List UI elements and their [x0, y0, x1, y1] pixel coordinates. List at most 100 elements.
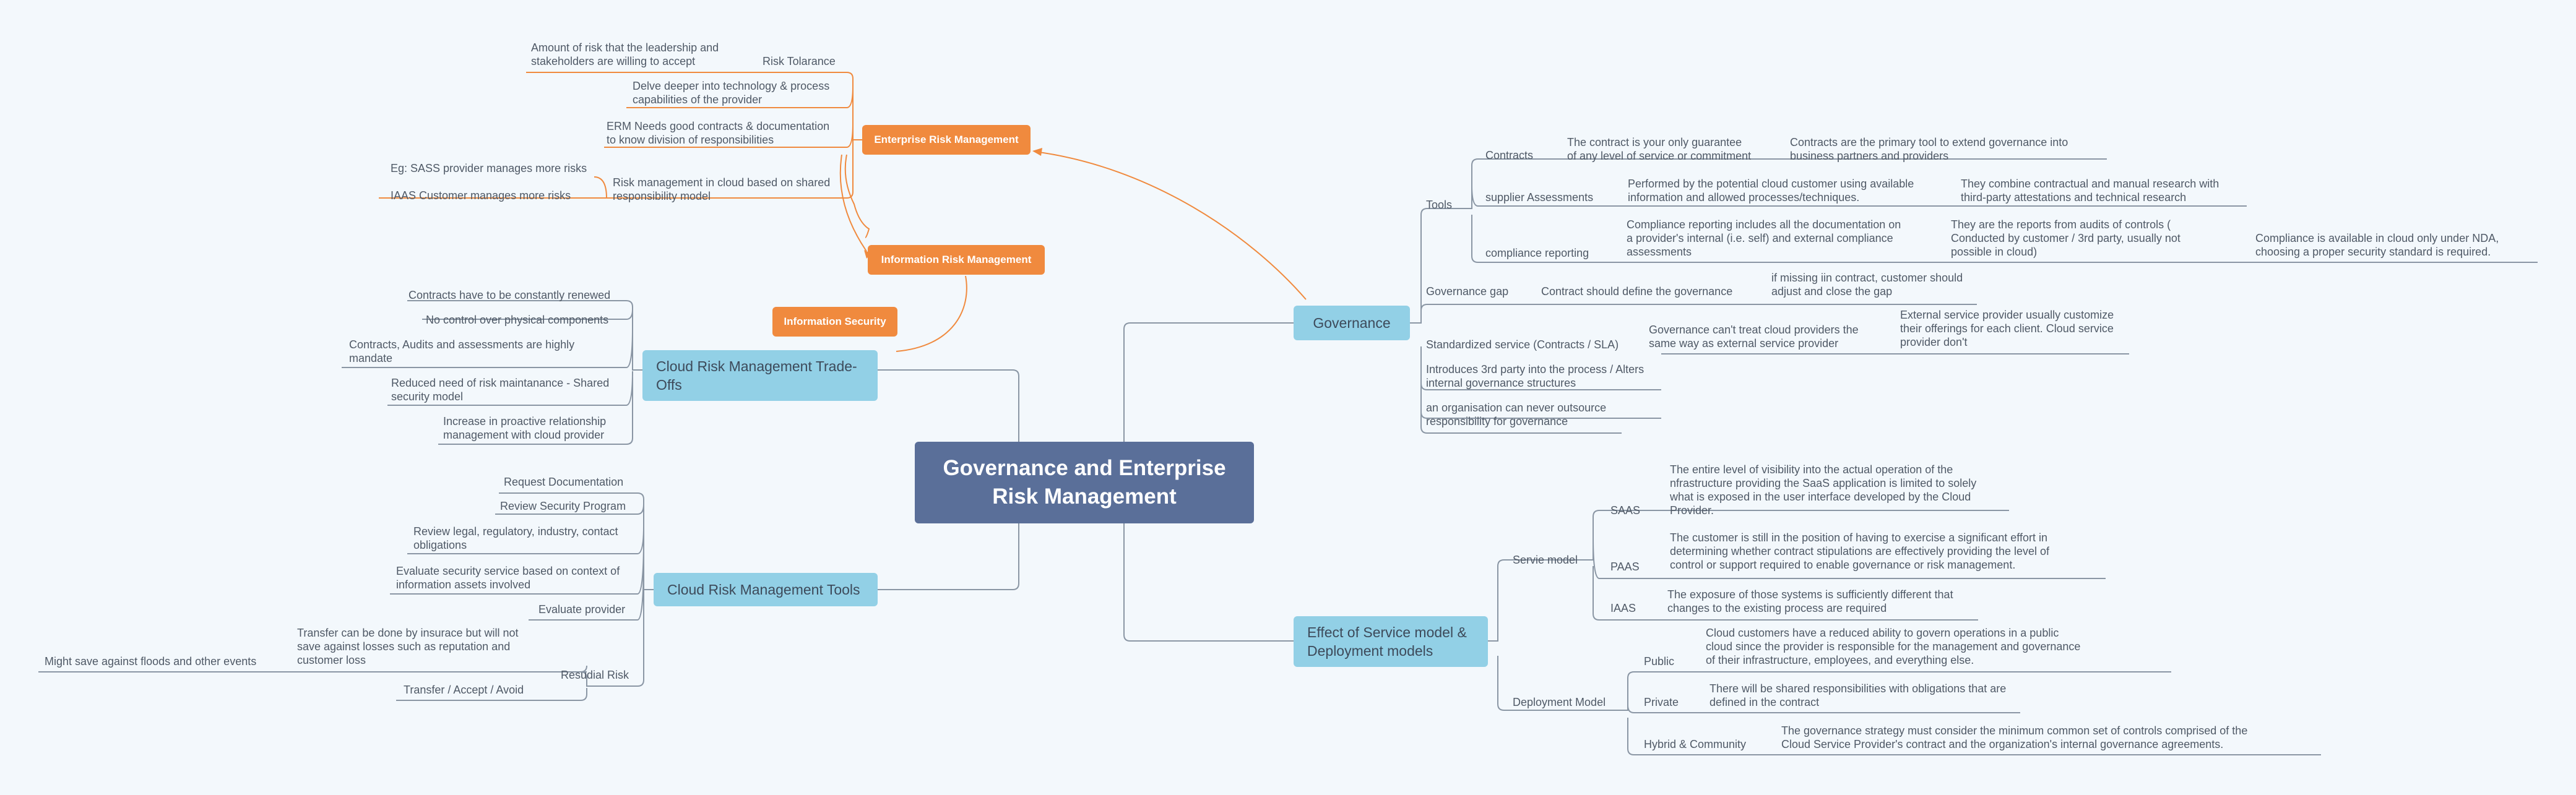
effect-public-label[interactable]: Public: [1644, 655, 1675, 668]
risk-tolerance-desc-line1: Amount of risk that the leadership and: [531, 41, 719, 54]
risk-tolerance-label[interactable]: Risk Tolarance: [763, 55, 836, 67]
tradeoff-item-4-line2: security model: [391, 390, 464, 403]
gov-supplier-desc2-line1: They combine contractual and manual rese…: [1961, 178, 2219, 190]
effect-node[interactable]: Effect of Service model & Deployment mod…: [1294, 616, 1488, 667]
tradeoff-item-1[interactable]: Contracts have to be constantly renewed: [408, 289, 611, 301]
gov-supplier-desc[interactable]: Performed by the potential cloud custome…: [1628, 177, 1914, 204]
gov-gap-desc2[interactable]: if missing iin contract, customer should…: [1771, 271, 1963, 298]
gov-compliance-label[interactable]: compliance reporting: [1485, 247, 1589, 259]
effect-iaas-desc[interactable]: The exposure of those systems is suffici…: [1667, 588, 1953, 615]
effect-hybrid-desc-line1: The governance strategy must consider th…: [1781, 724, 2248, 737]
connector-effect: [1123, 523, 1294, 642]
erm-node[interactable]: Enterprise Risk Management: [862, 125, 1031, 155]
effect-saas-desc-line3: what is exposed in the user interface de…: [1670, 491, 1971, 503]
tools-title: Cloud Risk Management Tools: [667, 582, 860, 598]
effect-saas-desc-line4: Provider.: [1670, 504, 1714, 517]
effect-paas-desc-line1: The customer is still in the position of…: [1670, 531, 2047, 544]
saas-example-label[interactable]: Eg: SASS provider manages more risks: [391, 162, 587, 174]
central-title-line1: Governance and Enterprise: [943, 456, 1226, 480]
gov-contracts-label[interactable]: Contracts: [1485, 149, 1534, 161]
erm-contracts-line1: ERM Needs good contracts & documentation: [607, 120, 830, 132]
connector-tools: [878, 523, 1019, 590]
effect-public-desc-line2: cloud since the provider is responsible …: [1706, 640, 2081, 653]
gov-compliance-desc[interactable]: Compliance reporting includes all the do…: [1627, 218, 1901, 259]
gov-gap-label[interactable]: Governance gap: [1426, 285, 1509, 298]
gov-standardized-desc2-line3: provider don't: [1900, 336, 1968, 348]
gov-compliance-desc-line2: a provider's internal (i.e. self) and ex…: [1627, 232, 1893, 244]
erm-contracts-label[interactable]: ERM Needs good contracts & documentation…: [607, 119, 829, 147]
gov-compliance-desc2-line1: They are the reports from audits of cont…: [1951, 218, 2171, 231]
risk-tolerance-desc: Amount of risk that the leadership and s…: [531, 41, 719, 68]
effect-paas-label[interactable]: PAAS: [1610, 561, 1640, 573]
gov-compliance-desc2-line2: Conducted by customer / 3rd party, usual…: [1951, 232, 2181, 244]
effect-paas-desc[interactable]: The customer is still in the position of…: [1670, 531, 2049, 572]
tradeoff-item-4[interactable]: Reduced need of risk maintanance - Share…: [391, 376, 609, 403]
tool-item-review-legal[interactable]: Review legal, regulatory, industry, cont…: [413, 525, 618, 552]
effect-title-line1: Effect of Service model &: [1307, 624, 1467, 640]
tradeoffs-node[interactable]: Cloud Risk Management Trade- Offs: [642, 350, 878, 401]
tool-item-evaluate-provider[interactable]: Evaluate provider: [538, 603, 626, 616]
effect-paas-desc-line3: control or support required to enable go…: [1670, 559, 2016, 571]
gov-supplier-desc2-line2: third-party attestations and technical r…: [1961, 191, 2187, 204]
gov-standardized-desc2[interactable]: External service provider usually custom…: [1900, 308, 2114, 349]
gov-standardized-desc[interactable]: Governance can't treat cloud providers t…: [1649, 323, 1859, 350]
effect-iaas-label[interactable]: IAAS: [1610, 602, 1636, 614]
gov-third-party[interactable]: Introduces 3rd party into the process / …: [1426, 363, 1644, 390]
gov-compliance-desc2[interactable]: They are the reports from audits of cont…: [1951, 218, 2181, 259]
gov-compliance-desc3-line1: Compliance is available in cloud only un…: [2255, 232, 2499, 244]
effect-private-desc-line1: There will be shared responsibilities wi…: [1709, 682, 2007, 695]
effect-saas-desc[interactable]: The entire level of visibility into the …: [1670, 463, 1976, 517]
gov-compliance-desc3[interactable]: Compliance is available in cloud only un…: [2255, 231, 2499, 259]
effect-saas-label[interactable]: SAAS: [1610, 504, 1641, 517]
floods-label[interactable]: Might save against floods and other even…: [45, 655, 257, 668]
tradeoff-item-3-line2: mandate: [349, 352, 393, 364]
tool-item-review-security[interactable]: Review Security Program: [500, 500, 626, 512]
gov-standardized-label[interactable]: Standardized service (Contracts / SLA): [1426, 338, 1619, 351]
tools-node[interactable]: Cloud Risk Management Tools: [654, 573, 878, 606]
tradeoff-item-2[interactable]: No control over physical components: [426, 314, 609, 326]
effect-hybrid-label[interactable]: Hybrid & Community: [1644, 738, 1747, 750]
effect-private-label[interactable]: Private: [1644, 696, 1679, 708]
transfer-desc[interactable]: Transfer can be done by insurace but wil…: [297, 626, 519, 667]
effect-service-model-label[interactable]: Servie model: [1513, 554, 1578, 566]
tradeoff-item-3[interactable]: Contracts, Audits and assessments are hi…: [349, 338, 574, 365]
gov-contracts-desc2-line1: Contracts are the primary tool to extend…: [1790, 136, 2068, 148]
gov-gap-desc[interactable]: Contract should define the governance: [1541, 285, 1733, 298]
info-security-label: Information Security: [784, 316, 886, 327]
info-risk-node[interactable]: Information Risk Management: [868, 245, 1045, 275]
arrow-head-erm: [1032, 148, 1042, 156]
central-topic[interactable]: Governance and Enterprise Risk Managemen…: [915, 442, 1254, 523]
effect-private-desc[interactable]: There will be shared responsibilities wi…: [1709, 682, 2006, 709]
info-security-node[interactable]: Information Security: [772, 307, 897, 337]
effect-title-line2: Deployment models: [1307, 643, 1433, 659]
gov-supplier-desc-line2: information and allowed processes/techni…: [1628, 191, 1860, 204]
effect-iaas-desc-line1: The exposure of those systems is suffici…: [1667, 588, 1953, 601]
gov-outsource[interactable]: an organisation can never outsource resp…: [1426, 401, 1606, 428]
tool-item-request-doc[interactable]: Request Documentation: [504, 476, 624, 488]
gov-contracts-desc2[interactable]: Contracts are the primary tool to extend…: [1790, 135, 2068, 163]
gov-tools-label[interactable]: Tools: [1426, 199, 1453, 211]
gov-supplier-label[interactable]: supplier Assessments: [1485, 191, 1594, 204]
residual-risk-label[interactable]: Resudial Risk: [561, 669, 629, 681]
shared-model-label[interactable]: Risk management in cloud based on shared…: [613, 176, 830, 203]
governance-node[interactable]: Governance: [1294, 306, 1410, 340]
effect-hybrid-desc[interactable]: The governance strategy must consider th…: [1781, 724, 2247, 751]
central-title-line2: Risk Management: [992, 484, 1177, 509]
gov-supplier-desc-line1: Performed by the potential cloud custome…: [1628, 178, 1914, 190]
effect-public-desc[interactable]: Cloud customers have a reduced ability t…: [1706, 626, 2080, 667]
tradeoff-item-3-line1: Contracts, Audits and assessments are hi…: [349, 338, 575, 351]
effect-saas-desc-line1: The entire level of visibility into the …: [1670, 463, 1953, 476]
tool-item-review-legal-line2: obligations: [413, 539, 467, 551]
tool-item-review-legal-line1: Review legal, regulatory, industry, cont…: [413, 525, 618, 538]
erm-contracts-line2: to know division of responsibilities: [607, 134, 774, 146]
tradeoff-item-5[interactable]: Increase in proactive relationship manag…: [443, 415, 606, 442]
iaas-example-label[interactable]: IAAS Customer manages more risks: [391, 189, 571, 202]
governance-title: Governance: [1313, 315, 1391, 331]
transfer-accept-avoid[interactable]: Transfer / Accept / Avoid: [404, 684, 524, 696]
gov-contracts-desc[interactable]: The contract is your only guarantee of a…: [1567, 135, 1751, 163]
gov-supplier-desc2[interactable]: They combine contractual and manual rese…: [1961, 177, 2219, 204]
tradeoff-item-5-line1: Increase in proactive relationship: [443, 415, 607, 428]
effect-deployment-label[interactable]: Deployment Model: [1513, 696, 1606, 708]
delve-deeper-label[interactable]: Delve deeper into technology & process c…: [633, 79, 829, 106]
tool-item-evaluate-security[interactable]: Evaluate security service based on conte…: [396, 564, 620, 591]
